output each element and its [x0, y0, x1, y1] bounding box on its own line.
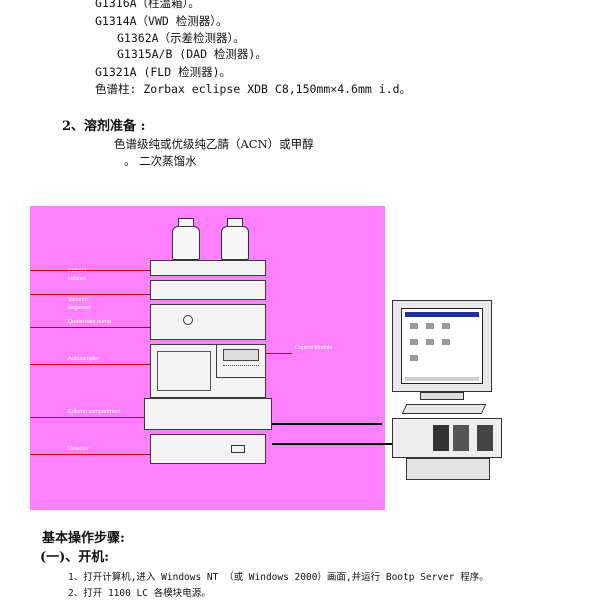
solvent-line-2: 。 二次蒸馏水: [124, 154, 197, 168]
column-compartment: [144, 398, 272, 430]
vacuum-degasser: [150, 280, 266, 300]
label-column-compartment: Column compartment: [68, 409, 121, 415]
lan-cable: [272, 423, 382, 425]
label-detector: Detector: [68, 446, 89, 452]
label-vacuum: Vacuum: [68, 297, 88, 303]
solvent-line-1: 色谱级纯或优级纯乙腈（ACN）或甲醇: [114, 137, 314, 151]
monitor-screen: [401, 308, 483, 384]
module-g1321a: G1321A (FLD 检测器)。: [95, 65, 232, 79]
label-degasser: degasser: [68, 305, 91, 311]
solvent-heading: 2、溶剂准备 :: [62, 119, 146, 134]
monitor: [392, 300, 492, 392]
label-cabinet: cabinet: [68, 276, 86, 282]
column-spec: 色谱柱: Zorbax eclipse XDB C8,150mm×4.6mm i…: [95, 82, 412, 96]
label-pump: Quaternary pump: [68, 319, 111, 325]
label-solvent: Solvent: [68, 268, 87, 274]
lan-cable: [272, 443, 394, 445]
label-autosampler: Autosampler: [68, 356, 99, 362]
step-1: 1、打开计算机,进入 Windows NT （或 Windows 2000）画面…: [68, 572, 489, 583]
step-2: 2、打开 1100 LC 各模块电源。: [68, 588, 211, 599]
solvent-cabinet: [150, 260, 266, 276]
keyboard: [401, 404, 487, 414]
operations-subheading: (一)、开机:: [40, 550, 110, 565]
operations-heading: 基本操作步骤:: [42, 531, 125, 546]
quaternary-pump: [150, 304, 266, 340]
solvent-bottle: [172, 218, 200, 260]
solvent-bottle: [221, 218, 249, 260]
label-control-module: Control Module: [295, 345, 333, 351]
module-g1315ab: G1315A/B (DAD 检测器)。: [117, 47, 267, 61]
control-module: [216, 344, 266, 378]
detector: [150, 434, 266, 464]
module-g1314a: G1314A（VWD 检测器）。: [95, 14, 228, 28]
instrument-diagram: Solvent cabinet Vacuum degasser Quaterna…: [30, 206, 385, 510]
module-g1362a: G1362A（示差检测器）。: [117, 31, 245, 45]
computer: [382, 300, 502, 490]
module-g1316a: G1316A（柱温箱）。: [95, 0, 200, 10]
pc-tower: [392, 418, 502, 458]
